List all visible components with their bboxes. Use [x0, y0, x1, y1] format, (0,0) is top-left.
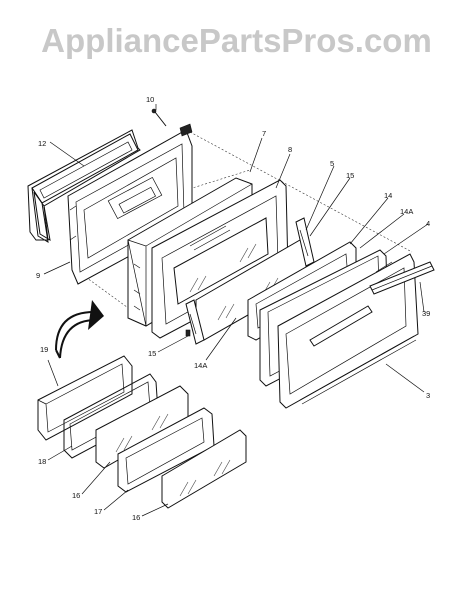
callout-39: 39: [422, 309, 430, 318]
callout-16-upper: 16: [72, 491, 80, 500]
callout-14: 14: [384, 191, 392, 200]
part-12-door-gasket: [27, 129, 141, 243]
callout-12: 12: [38, 139, 46, 148]
callout-19: 19: [40, 345, 48, 354]
callout-10: 10: [146, 95, 154, 104]
part-3-outer-door-frame: [277, 253, 419, 409]
callout-15-top: 15: [346, 171, 354, 180]
part-16-glass-lower: [161, 429, 247, 509]
callout-labels: 10 12 7 8 5 15 14 14A 4 9 39 15 14A 3 19…: [36, 95, 430, 522]
callout-15-bottom: 15: [148, 349, 156, 358]
callout-7: 7: [262, 129, 266, 138]
callout-14a-bottom: 14A: [194, 361, 207, 370]
callout-3: 3: [426, 391, 430, 400]
part-10-screw: [151, 108, 167, 127]
callout-4: 4: [426, 219, 430, 228]
callout-14a-top: 14A: [400, 207, 413, 216]
part-19-window-frame: [37, 355, 133, 441]
callout-8: 8: [288, 145, 292, 154]
callout-17: 17: [94, 507, 102, 516]
leader-lines: [43, 104, 429, 517]
part-39-door-handle: [369, 261, 435, 295]
callout-5: 5: [330, 159, 334, 168]
watermark: AppliancePartsPros.com: [41, 22, 432, 59]
part-15-bracket: [295, 217, 315, 267]
callout-18: 18: [38, 457, 46, 466]
callout-9: 9: [36, 271, 40, 280]
part-8-inner-frame: [151, 179, 289, 339]
callout-16-lower: 16: [132, 513, 140, 522]
curved-arrow-icon: [55, 300, 104, 359]
part-15-glass-support: [185, 299, 205, 345]
